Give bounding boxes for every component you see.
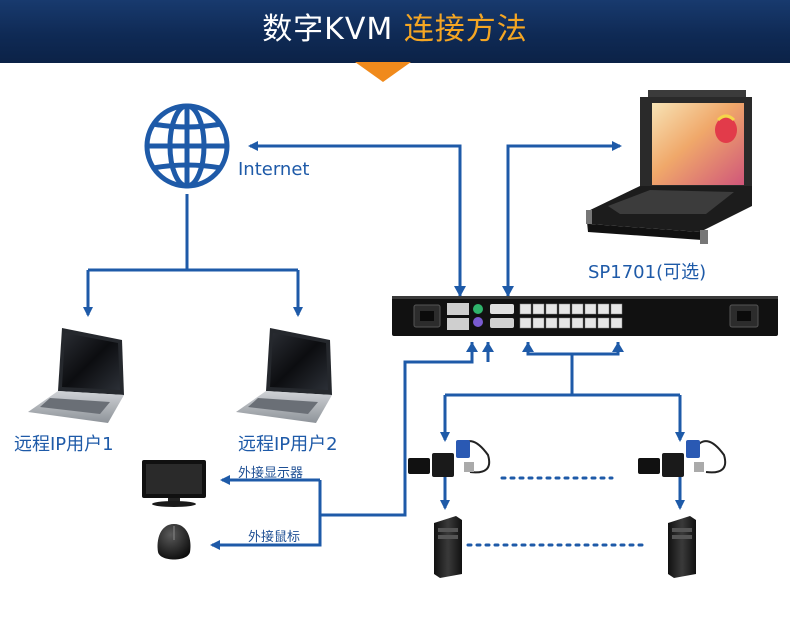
kvm-adapter-right-icon (638, 440, 727, 477)
kvm-switch-icon (392, 296, 778, 336)
monitor-icon (142, 460, 206, 507)
mouse-label: 外接鼠标 (248, 530, 301, 545)
monitor-label: 外接显示器 (238, 466, 304, 481)
link-ports-bus (526, 342, 620, 356)
header-pointer-triangle (355, 62, 411, 82)
kvm-adapter-left-icon (408, 440, 491, 477)
user2-label: 远程IP用户2 (238, 434, 338, 455)
tower-server-left-icon (434, 516, 462, 578)
arrow-into-switch-bottom-left (466, 342, 478, 352)
title-main: 数字KVM (262, 12, 404, 47)
arrow-into-ports-right (612, 342, 624, 352)
arrow-into-switch-left (454, 286, 466, 297)
link-to-monitor (210, 480, 322, 550)
link-switch-console (503, 141, 622, 306)
rack-console-drawer-icon (586, 90, 752, 244)
globe-icon (144, 103, 230, 189)
page-title: 数字KVM 连接方法 (0, 0, 790, 60)
link-switch-internet (248, 141, 465, 306)
laptop-icon-user1 (28, 328, 124, 423)
arrow-into-switch-bottom-usb (482, 342, 494, 352)
user1-label: 远程IP用户1 (14, 434, 114, 455)
title-accent: 连接方法 (403, 12, 528, 47)
mouse-icon (157, 524, 191, 560)
arrow-into-ports-left (522, 342, 534, 352)
console-label: SP1701(可选) (588, 262, 707, 283)
header-banner: 数字KVM 连接方法 (0, 0, 790, 82)
arrow-into-switch-right (502, 286, 514, 297)
laptop-icon-user2 (236, 328, 332, 423)
link-local-console (320, 342, 474, 517)
connector-lines (83, 141, 685, 550)
internet-label: Internet (238, 159, 310, 180)
tower-server-right-icon (668, 516, 696, 578)
